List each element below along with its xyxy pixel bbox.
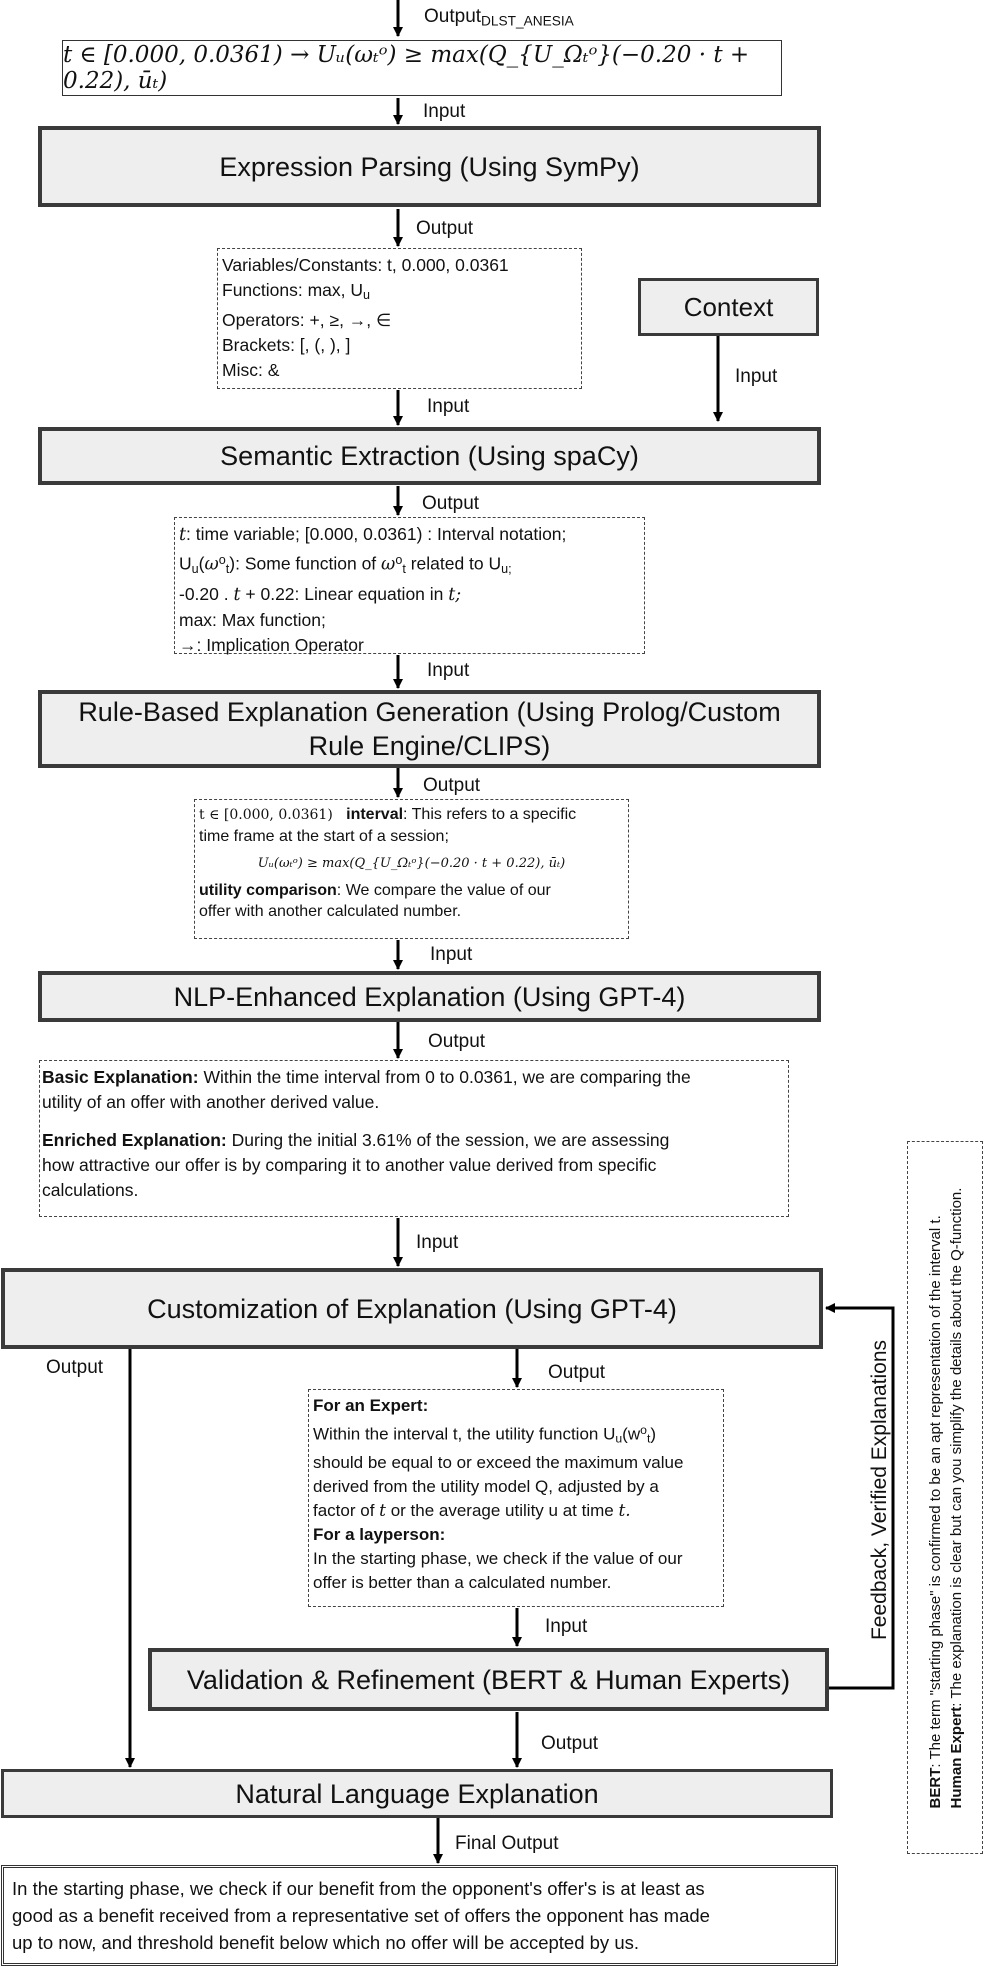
label-output-5: Output [548,1362,606,1383]
label-output-left: Output [46,1357,104,1378]
formula-text: t ∈ [0.000, 0.0361) → Uᵤ(ωₜᵒ) ≥ max(Q_{U… [63,42,750,94]
semantic-line-1: t: time variable; [0.000, 0.0361) : Inte… [179,524,567,545]
semantic-lines-box: t: time variable; [0.000, 0.0361) : Inte… [174,517,645,655]
tokens-functions: Functions: max, Uu [222,280,371,303]
rule-utility-formula: Uᵤ(ωₜᵒ) ≥ max(Q_{U_Ωₜᵒ}(−0.20 · t + 0.22… [257,856,566,871]
context-box: Context [638,278,819,336]
semantic-line-2: Uu(ωot): Some function of ωot related to… [179,553,512,576]
layperson-line-1: In the starting phase, we check if the v… [313,1548,683,1568]
label-input-4: Input [430,944,473,965]
tokens-operators: Operators: +, ≥, →, ∈ [222,310,392,331]
step-nlp-enhanced: NLP-Enhanced Explanation (Using GPT-4) [38,971,821,1022]
formula-box: t ∈ [0.000, 0.0361) → Uᵤ(ωₜᵒ) ≥ max(Q_{U… [62,40,782,96]
step-natural-language: Natural Language Explanation [1,1769,833,1818]
step-validation: Validation & Refinement (BERT & Human Ex… [148,1648,829,1711]
semantic-line-5: →: Implication Operator [179,634,364,655]
final-output-box: In the starting phase, we check if our b… [1,1865,838,1966]
label-final-output: Final Output [455,1833,559,1854]
tokens-brackets: Brackets: [, (, ), ] [222,335,351,356]
label-output-3: Output [423,775,481,796]
parse-tokens-box: Variables/Constants: t, 0.000, 0.0361 Fu… [217,248,582,389]
tokens-variables: Variables/Constants: t, 0.000, 0.0361 [222,255,509,275]
basic-explanation: Basic Explanation: Within the time inter… [42,1067,691,1112]
rule-interval-line-2: time frame at the start of a session; [199,828,449,845]
label-output-4: Output [428,1031,486,1052]
rule-utility-line-2: offer with another calculated number. [199,903,462,920]
layperson-heading: For a layperson: [313,1524,446,1544]
top-output-label: OutputDLST_ANESIA [424,6,574,29]
label-output-1: Output [416,218,474,239]
rule-utility-line: utility comparison: We compare the value… [199,882,551,899]
tokens-misc: Misc: & [222,360,280,381]
layperson-line-2: offer is better than a calculated number… [313,1572,612,1592]
label-input-1: Input [423,101,466,122]
label-output-2: Output [422,493,480,514]
rule-interval-line: t ∈ [0.000, 0.0361) interval: This refer… [199,806,577,823]
semantic-line-4: max: Max function; [179,609,326,630]
label-output-6: Output [541,1733,599,1754]
nlp-explanation-box: Basic Explanation: Within the time inter… [39,1060,789,1217]
step-expression-parsing: Expression Parsing (Using SymPy) [38,126,821,207]
label-input-6: Input [545,1616,588,1637]
semantic-line-3: -0.20 . t + 0.22: Linear equation in t; [179,583,462,605]
expert-line-1: Within the interval t, the utility funct… [313,1423,657,1446]
label-input-3: Input [427,660,470,681]
customization-box: For an Expert: Within the interval t, th… [308,1389,724,1607]
label-input-context: Input [735,366,778,387]
enriched-explanation: Enriched Explanation: During the initial… [42,1130,670,1200]
expert-line-2: should be equal to or exceed the maximum… [313,1452,684,1472]
rule-explanation-box: t ∈ [0.000, 0.0361) interval: This refer… [194,799,629,939]
step-rule-based: Rule-Based Explanation Generation (Using… [38,690,821,768]
side-note-bert: BERT: The term "starting phase" is confi… [927,1215,944,1809]
side-note-human: Human Expert: The explanation is clear b… [948,1187,965,1809]
expert-line-4: factor of t or the average utility u at … [313,1500,631,1521]
expert-line-3: derived from the utility model Q, adjust… [313,1476,659,1496]
side-note-box: BERT: The term "starting phase" is confi… [907,1141,983,1854]
arrow-feedback-loop [825,1303,895,1690]
step-customization: Customization of Explanation (Using GPT-… [1,1268,823,1349]
label-input-5: Input [416,1232,459,1253]
label-input-2: Input [427,396,470,417]
expert-heading: For an Expert: [313,1396,429,1415]
step-semantic-extraction: Semantic Extraction (Using spaCy) [38,427,821,485]
